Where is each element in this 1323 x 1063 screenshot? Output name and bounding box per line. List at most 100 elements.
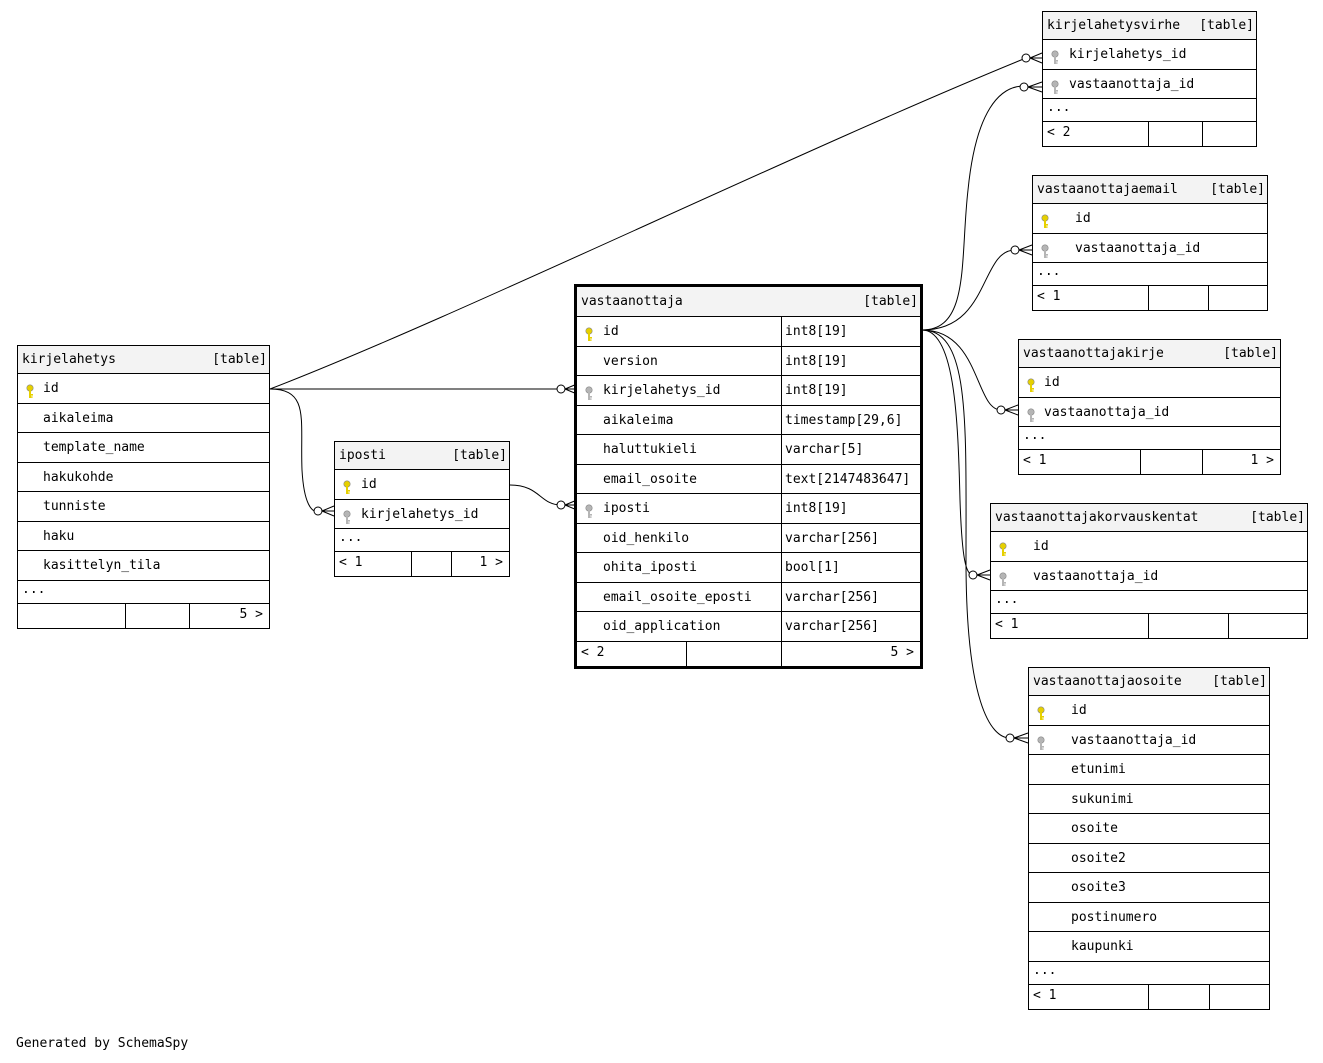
table-vastaanottajaosoite[interactable]: vastaanottajaosoite [table] id vastaanot… [1028, 667, 1270, 1010]
column-type: bool[1] [781, 553, 920, 582]
column-name: vastaanottaja_id [1075, 240, 1201, 256]
column-name: hakukohde [43, 469, 114, 485]
column-row: id [1019, 368, 1280, 398]
column-name: id [1071, 703, 1087, 718]
primary-key-icon [1041, 211, 1049, 228]
table-kirjelahetysvirhe[interactable]: kirjelahetysvirhe [table] kirjelahetys_i… [1042, 11, 1257, 147]
column-row: osoite [1029, 814, 1269, 844]
table-type-tag: [table] [1250, 510, 1305, 525]
foreign-key-icon [1037, 733, 1045, 750]
column-row: kasittelyn_tila [18, 551, 269, 581]
column-row: vastaanottaja_id [1033, 234, 1267, 263]
column-type: varchar[256] [781, 582, 920, 611]
column-row: haku [18, 522, 269, 551]
table-type-tag: [table] [863, 294, 918, 309]
more-columns: ... [1043, 99, 1256, 122]
more-columns: ... [1019, 427, 1280, 450]
crowfoot-marker [1004, 404, 1019, 416]
column-row: etunimi [1029, 755, 1269, 785]
table-kirjelahetys[interactable]: kirjelahetys [table] id aikaleima templa… [17, 345, 270, 629]
optional-marker [1010, 245, 1020, 255]
column-row: osoite3 [1029, 873, 1269, 903]
primary-key-icon [1027, 375, 1035, 392]
column-name: kaupunki [1071, 939, 1134, 954]
column-row: oid_application varchar[256] [577, 612, 920, 642]
column-row: tunniste [18, 492, 269, 522]
foreign-key-icon [585, 383, 593, 400]
column-name: kirjelahetys_id [1069, 47, 1187, 62]
column-row: kirjelahetys_id [1043, 40, 1256, 70]
table-header: vastaanottajaemail [table] [1033, 176, 1267, 204]
crowfoot-marker [321, 505, 335, 517]
table-footer: < 1 1 > [335, 552, 509, 576]
primary-key-icon [1037, 703, 1045, 720]
column-row: hakukohde [18, 463, 269, 492]
table-vastaanottajakorvauskentat[interactable]: vastaanottajakorvauskentat [table] id va… [990, 503, 1308, 639]
column-type: varchar[256] [781, 523, 920, 552]
more-columns: ... [18, 581, 269, 604]
column-type: int8[19] [781, 317, 920, 346]
table-footer: < 1 1 > [1019, 450, 1280, 474]
column-name: id [1044, 375, 1060, 390]
table-vastaanottajakirje[interactable]: vastaanottajakirje [table] id vastaanott… [1018, 339, 1281, 475]
column-type: varchar[5] [781, 435, 920, 464]
column-row: vastaanottaja_id [1043, 70, 1256, 99]
more-columns: ... [1033, 263, 1267, 286]
table-header: vastaanottajakirje [table] [1019, 340, 1280, 368]
column-row: ohita_iposti bool[1] [577, 553, 920, 583]
table-footer: < 1 [1033, 286, 1267, 310]
column-name: haluttukieli [603, 442, 697, 457]
table-name: vastaanottaja [581, 294, 683, 309]
parents-count: < 1 [339, 555, 363, 570]
parents-count: < 2 [1047, 125, 1071, 140]
optional-marker [556, 384, 566, 394]
column-name: oid_application [603, 619, 721, 634]
column-name: osoite [1071, 821, 1118, 836]
crowfoot-marker [1013, 732, 1029, 744]
table-footer: < 1 [1029, 984, 1269, 1009]
foreign-key-icon [1051, 47, 1059, 64]
column-row: sukunimi [1029, 785, 1269, 814]
parents-count: < 1 [1037, 289, 1061, 304]
table-vastaanottajaemail[interactable]: vastaanottajaemail [table] id vastaanott… [1032, 175, 1268, 311]
children-count: 5 > [890, 644, 914, 660]
column-row: id [335, 470, 509, 500]
column-name: kasittelyn_tila [43, 558, 161, 573]
column-name: ohita_iposti [603, 560, 697, 575]
table-type-tag: [table] [1210, 182, 1265, 197]
table-header: vastaanottaja [table] [577, 287, 920, 317]
column-type: varchar[256] [781, 612, 920, 641]
column-row: aikaleima [18, 404, 269, 433]
table-footer: < 2 [1043, 122, 1256, 146]
column-name: email_osoite_eposti [603, 589, 752, 605]
children-count: 5 > [239, 606, 263, 622]
parents-count: < 2 [581, 644, 605, 660]
edge-vastaanottaja-vastaanottajaemail [921, 249, 1016, 331]
optional-marker [1019, 82, 1029, 92]
column-name: vastaanottaja_id [1069, 76, 1195, 92]
table-header: vastaanottajaosoite [table] [1029, 668, 1269, 696]
optional-marker [1021, 53, 1031, 63]
table-name: vastaanottajakirje [1023, 346, 1164, 361]
table-iposti[interactable]: iposti [table] id kirjelahetys_id ... < … [334, 441, 510, 577]
column-name: email_osoite [603, 471, 697, 487]
column-name: etunimi [1071, 762, 1126, 777]
edge-vastaanottaja-vastaanottajakirje [921, 329, 1002, 411]
column-type: int8[19] [781, 494, 920, 523]
more-columns: ... [1029, 962, 1269, 985]
column-row: vastaanottaja_id [1019, 398, 1280, 427]
column-name: haku [43, 528, 75, 544]
column-type: int8[19] [781, 346, 920, 375]
column-name: vastaanottaja_id [1033, 568, 1159, 584]
foreign-key-icon [1051, 77, 1059, 94]
edge-iposti-vastaanottaja [509, 484, 562, 506]
column-name: version [603, 353, 658, 369]
table-name: vastaanottajakorvauskentat [995, 510, 1199, 525]
